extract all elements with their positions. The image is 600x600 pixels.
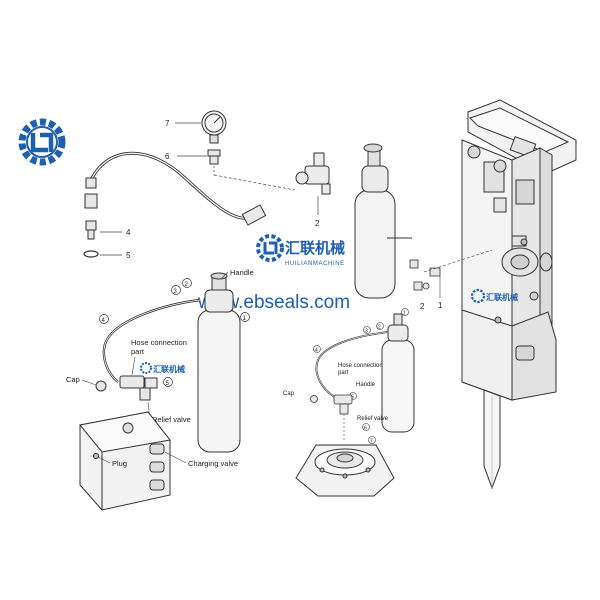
mid-cap-icon <box>310 395 318 403</box>
label-hose-connection: Hose connection <box>131 338 187 347</box>
hydraulic-breaker-body <box>461 99 577 490</box>
brand-logo-icon <box>256 234 284 262</box>
left-callouts <box>99 278 250 387</box>
leader-line <box>81 379 97 386</box>
callout-4-left: 4 <box>102 318 106 324</box>
callout-7-mid: 7 <box>370 439 373 445</box>
callout-1-mid: 1 <box>403 311 406 317</box>
cap-icon <box>95 380 107 392</box>
callout-5-left: 5 <box>166 381 170 387</box>
svg-text:汇联机械: 汇联机械 <box>486 292 518 302</box>
mid-hose-fitting <box>333 394 353 415</box>
svg-text:汇联机械: 汇联机械 <box>153 364 185 374</box>
breaker-head-round <box>295 444 395 497</box>
callout-5-mid: 5 <box>351 395 354 401</box>
middle-nitrogen-cylinder <box>381 313 415 433</box>
hose-end-fitting <box>84 177 98 209</box>
label-hose-connection-part: part <box>131 347 145 356</box>
callout-6: 6 <box>165 152 170 161</box>
leader-line <box>131 356 136 376</box>
brand-name-cn: 汇联机械 <box>285 239 345 257</box>
callout-2-left: 2 <box>185 282 189 288</box>
callout-3-mid: 3 <box>365 329 368 335</box>
brand-name-en: HUILIANMACHINE <box>285 261 345 267</box>
callout-1-right: 1 <box>438 301 443 310</box>
label-relief-valve: Relief valve <box>152 415 191 424</box>
leader-line <box>221 271 229 279</box>
brand-watermark: 汇联机械 HUILIANMACHINE <box>256 234 345 267</box>
callout-1-left: 1 <box>243 316 247 322</box>
gauge-adapter <box>207 149 221 165</box>
label-plug: Plug <box>112 459 127 468</box>
site-watermark: www.ebseals.com <box>197 292 350 313</box>
callout-2-right: 2 <box>420 302 425 311</box>
label-cap: Cap <box>66 375 80 384</box>
callout-7: 7 <box>165 119 170 128</box>
callout-4-mid: 4 <box>315 348 318 354</box>
hose-nipple <box>85 220 97 240</box>
callout-2: 2 <box>315 219 320 228</box>
breaker-block-left <box>79 411 171 511</box>
leader-line <box>213 174 296 191</box>
label-mid-relief-valve: Relief valve <box>357 416 389 422</box>
right-small-fittings <box>409 259 441 291</box>
label-mid-handle: Handle <box>356 382 376 388</box>
callout-6-mid: 6 <box>364 426 367 432</box>
label-handle: Handle <box>230 268 254 277</box>
label-charging-valve: Charging valve <box>188 459 238 468</box>
leader-line <box>164 451 187 464</box>
huilian-logo-icon <box>18 118 66 166</box>
hose-coupling <box>241 204 267 226</box>
mini-brand-watermark-right: 汇联机械 <box>470 288 518 304</box>
label-mid-cap: Cap <box>283 391 295 397</box>
left-nitrogen-cylinder <box>197 272 241 453</box>
hose-connection-fitting <box>119 375 158 401</box>
leader-line <box>97 456 111 464</box>
callout-5: 5 <box>126 251 131 260</box>
mini-brand-watermark: 汇联机械 <box>140 362 185 374</box>
callout-4: 4 <box>126 228 131 237</box>
label-mid-part: part <box>338 370 349 376</box>
o-ring <box>83 250 99 258</box>
pressure-gauge <box>201 110 227 144</box>
callout-2-mid: 2 <box>378 325 381 331</box>
charging-hose <box>90 151 263 220</box>
callout-3-left: 3 <box>174 289 178 295</box>
cylinder-valve-regulator <box>295 152 331 195</box>
label-mid-hose-connection: Hose connection <box>338 363 383 369</box>
leader-line <box>423 249 493 273</box>
nitrogen-cylinder <box>354 143 396 299</box>
